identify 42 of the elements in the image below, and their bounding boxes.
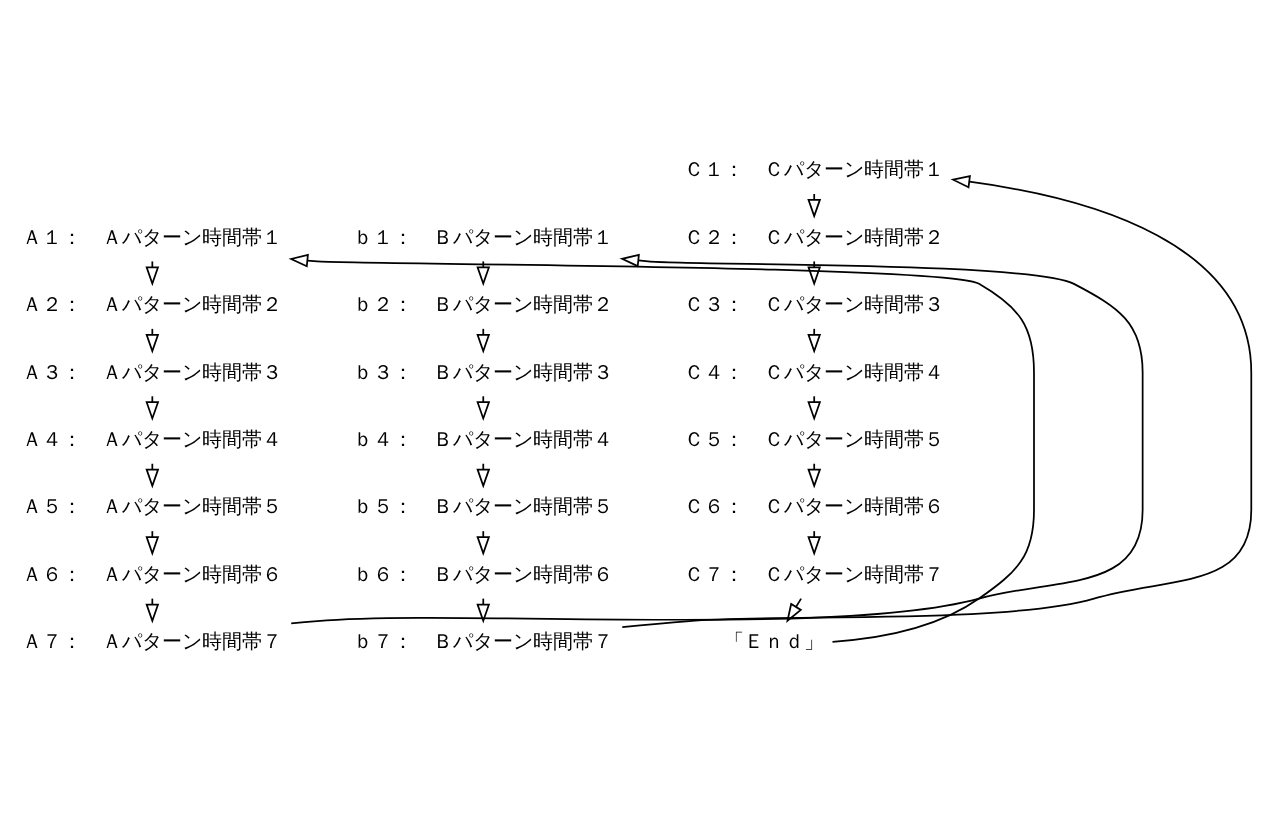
node-text: Ｃ７： Ｃパターン時間帯７ — [684, 561, 945, 586]
node-text: Ａ２： Ａパターン時間帯２ — [22, 291, 283, 316]
arrow — [476, 327, 491, 354]
arrow — [807, 394, 822, 421]
node-text: ｂ１： Ｂパターン時間帯１ — [353, 224, 614, 249]
arrow — [807, 462, 822, 489]
node-text: Ｃ２： Ｃパターン時間帯２ — [684, 224, 945, 249]
arrow — [807, 327, 822, 354]
arrow — [145, 462, 160, 489]
node-text: Ａ７： Ａパターン時間帯７ — [22, 628, 283, 653]
node-text: Ｃ３： Ｃパターン時間帯３ — [684, 291, 945, 316]
node-text: Ａ１： Ａパターン時間帯１ — [22, 224, 283, 249]
node-text: Ａ６： Ａパターン時間帯６ — [22, 561, 283, 586]
arrow — [476, 597, 491, 623]
node-text: ｂ７： Ｂパターン時間帯７ — [353, 628, 614, 653]
arrow — [807, 260, 822, 286]
node-text: ｂ２： Ｂパターン時間帯２ — [353, 291, 614, 316]
node-text: ｂ４： Ｂパターン時間帯４ — [353, 426, 614, 451]
arrow — [145, 529, 160, 556]
node-text: Ａ３： Ａパターン時間帯３ — [22, 359, 283, 384]
arrow — [476, 462, 491, 489]
node-text: Ｃ１： Ｃパターン時間帯１ — [684, 156, 945, 181]
arrow — [621, 174, 1253, 628]
node-text: Ａ４： Ａパターン時間帯４ — [22, 426, 283, 451]
arrow — [145, 327, 160, 354]
arrow — [145, 597, 160, 623]
arrow — [288, 253, 1035, 643]
arrow — [476, 394, 491, 421]
node-text: Ｃ５： Ｃパターン時間帯５ — [684, 426, 945, 451]
node-text: Ａ５： Ａパターン時間帯５ — [22, 493, 283, 518]
arrow — [807, 529, 822, 556]
node-text: Ｃ６： Ｃパターン時間帯６ — [684, 493, 945, 518]
arrow — [290, 253, 1144, 624]
arrow — [145, 260, 160, 286]
arrow — [145, 394, 160, 421]
node-text: ｂ３： Ｂパターン時間帯３ — [353, 359, 614, 384]
node-text: 「Ｅｎｄ」 — [724, 628, 825, 653]
node-text: ｂ５： Ｂパターン時間帯５ — [353, 493, 614, 518]
arrow — [807, 192, 822, 219]
arrow — [476, 529, 491, 556]
node-text: ｂ６： Ｂパターン時間帯６ — [353, 561, 614, 586]
node-text: Ｃ４： Ｃパターン時間帯４ — [684, 359, 945, 384]
